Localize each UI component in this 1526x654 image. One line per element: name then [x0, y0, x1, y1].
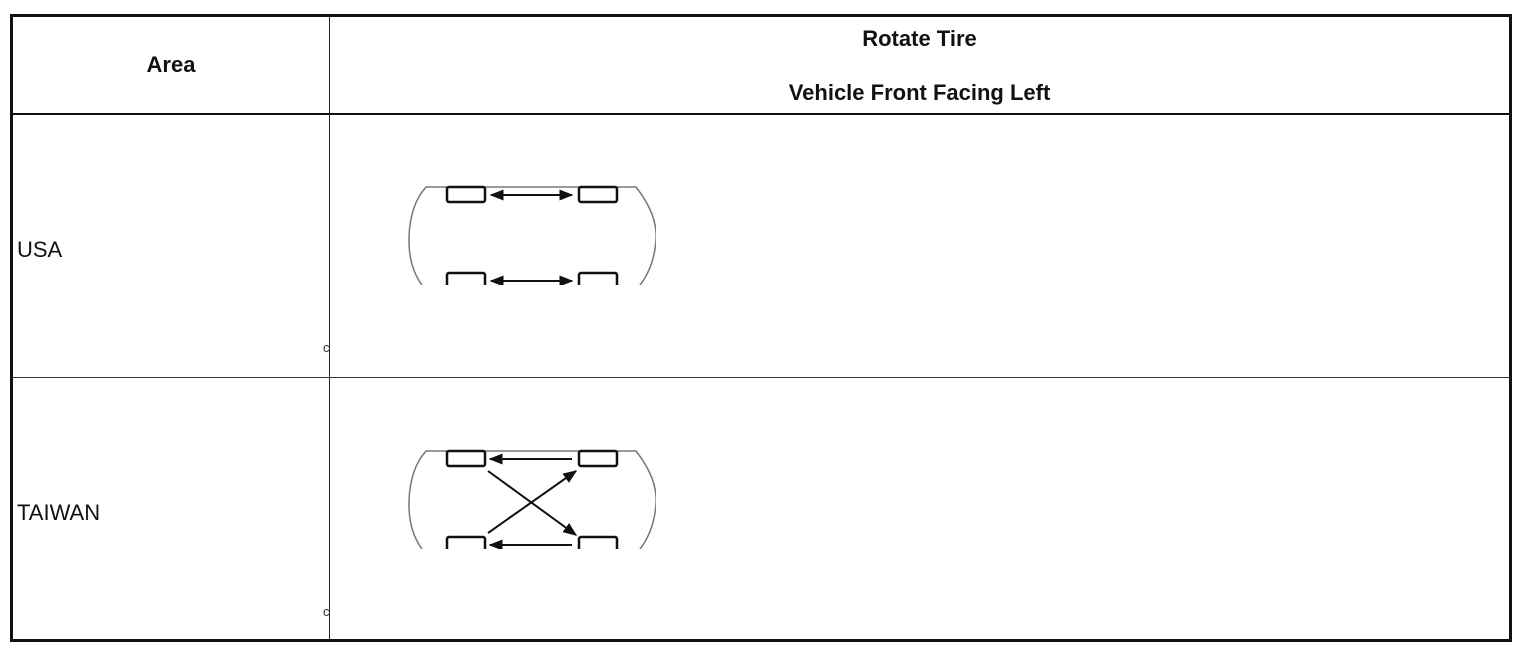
vehicle-outline	[408, 186, 656, 285]
illustration-code-taiwan: c	[323, 604, 330, 619]
area-taiwan: TAIWAN	[17, 500, 101, 525]
tire-front-right	[445, 271, 487, 285]
tire-rear-left	[577, 185, 619, 204]
header-area: Area	[146, 52, 196, 77]
arrow-front-right-to-rear-left	[487, 470, 578, 534]
header-orientation: Vehicle Front Facing Left	[788, 80, 1051, 105]
tire-front-left	[445, 449, 487, 468]
tire-front-right	[445, 535, 487, 549]
vehicle-outline	[408, 450, 656, 549]
header-rotate-tire: Rotate Tire Vehicle Front Facing Left	[330, 17, 1509, 113]
tire-rotation-table: Area Rotate Tire Vehicle Front Facing Le…	[10, 14, 1512, 642]
tire-rear-left	[577, 449, 619, 468]
column-divider	[329, 17, 330, 639]
taiwan-rotation-diagram	[408, 449, 656, 549]
header-divider	[13, 113, 1509, 115]
header-rotate-title: Rotate Tire	[862, 26, 977, 51]
tire-rear-right	[577, 271, 619, 285]
tire-front-left	[445, 185, 487, 204]
illustration-code-usa: c	[323, 340, 330, 355]
area-usa: USA	[17, 237, 63, 262]
row-divider	[13, 377, 1509, 378]
usa-rotation-diagram	[408, 185, 656, 285]
tire-rear-right	[577, 535, 619, 549]
